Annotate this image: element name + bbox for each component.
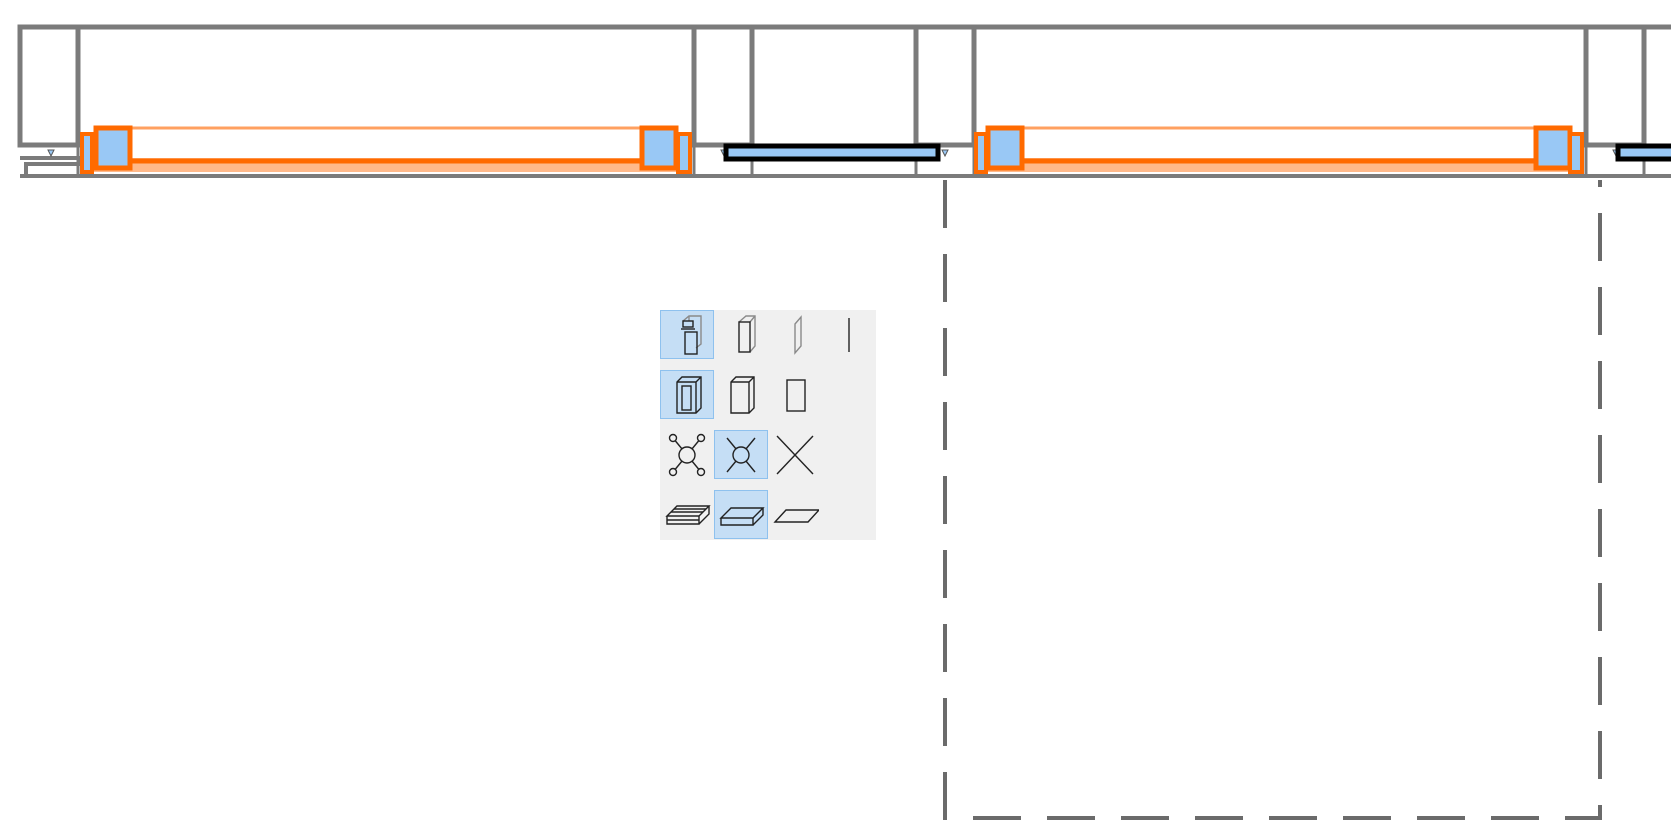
selected-panel-1[interactable] (80, 125, 692, 174)
line-button[interactable] (822, 310, 876, 359)
frame-box-button[interactable] (660, 370, 714, 419)
panel-thin-icon (794, 314, 802, 355)
solid-box-button[interactable] (714, 370, 768, 419)
line-icon (848, 317, 850, 352)
column-detailed-icon (681, 314, 702, 355)
column-simple-icon (738, 314, 756, 353)
mullion-4 (1583, 24, 1647, 148)
cross-icon (776, 435, 814, 474)
slab-flat-icon (773, 508, 819, 523)
slab-solid-icon (719, 506, 765, 526)
column-detailed-button[interactable] (660, 310, 714, 359)
model-detail-palette (660, 310, 876, 540)
rectangle-button[interactable] (768, 370, 822, 419)
junction-full-button[interactable] (660, 430, 714, 479)
mullion-2 (691, 24, 755, 148)
frame-box-icon (676, 375, 702, 414)
solid-box-icon (730, 375, 755, 414)
dashed-room-boundary (943, 180, 1602, 820)
mullion-3 (913, 24, 977, 148)
panel-thin-button[interactable] (768, 310, 822, 359)
junction-simple-button[interactable] (714, 430, 768, 479)
slab-layered-button[interactable] (660, 490, 714, 539)
mullion-1 (17, 24, 81, 148)
glass-panel-2[interactable] (1615, 143, 1671, 162)
junction-simple-icon (726, 437, 756, 472)
junction-full-icon (668, 433, 706, 476)
cross-button[interactable] (768, 430, 822, 479)
mullion-group[interactable] (17, 24, 1647, 148)
rectangle-icon (786, 378, 806, 412)
slab-solid-button[interactable] (714, 490, 768, 539)
glass-panel-1[interactable] (723, 143, 941, 162)
slab-layered-icon (665, 504, 711, 525)
selected-panel-2[interactable] (974, 125, 1584, 174)
slab-flat-button[interactable] (768, 490, 822, 539)
column-simple-button[interactable] (714, 310, 768, 359)
